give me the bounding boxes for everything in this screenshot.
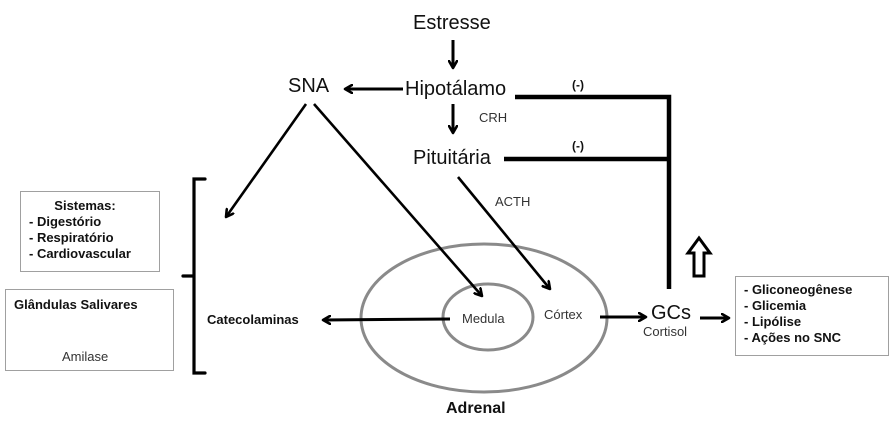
glandulas-result: Amilase [62,349,109,364]
node-cortex: Córtex [544,307,583,322]
node-cortisol: Cortisol [643,324,688,339]
increase-up-arrow-icon [685,235,713,278]
label-feedback-pituitaria: (-) [572,139,584,153]
feedback-line-hipotalamo [515,94,672,289]
bracket [181,177,207,375]
effects-item: - Lipólise [744,314,802,329]
sistemas-item: - Respiratório [29,230,114,245]
sistemas-box: Sistemas: - Digestório - Respiratório - … [20,191,160,272]
label-feedback-hipotalamo: (-) [572,78,584,92]
node-hipotalamo: Hipotálamo [405,78,507,100]
arrow-pituitaria-cortex [456,176,550,289]
node-catecolaminas: Catecolaminas [207,312,299,327]
effects-item: - Gliconeogênese [744,282,853,297]
arrow-sna-sistemas [226,103,308,217]
sistemas-title: Sistemas: [54,198,116,213]
sistemas-item: - Cardiovascular [29,246,131,261]
label-crh: CRH [479,110,508,125]
node-pituitaria: Pituitária [413,147,491,169]
node-sna: SNA [288,75,330,97]
arrow-medula-catecolaminas [323,319,451,320]
arrow-sna-medula [313,103,482,296]
adrenal-medula-ellipse [441,282,535,352]
glandulas-title: Glândulas Salivares [14,297,138,312]
effects-box: - Gliconeogênese - Glicemia - Lipólise -… [735,276,889,356]
effects-item: - Ações no SNC [744,330,842,345]
node-adrenal: Adrenal [446,400,506,417]
sistemas-item: - Digestório [29,214,102,229]
glandulas-box: Glândulas Salivares Amilase [5,289,174,371]
effects-item: - Glicemia [744,298,807,313]
node-medula: Medula [462,311,505,326]
label-acth: ACTH [495,194,531,209]
node-gcs: GCs [651,302,691,324]
node-estresse: Estresse [413,12,491,34]
